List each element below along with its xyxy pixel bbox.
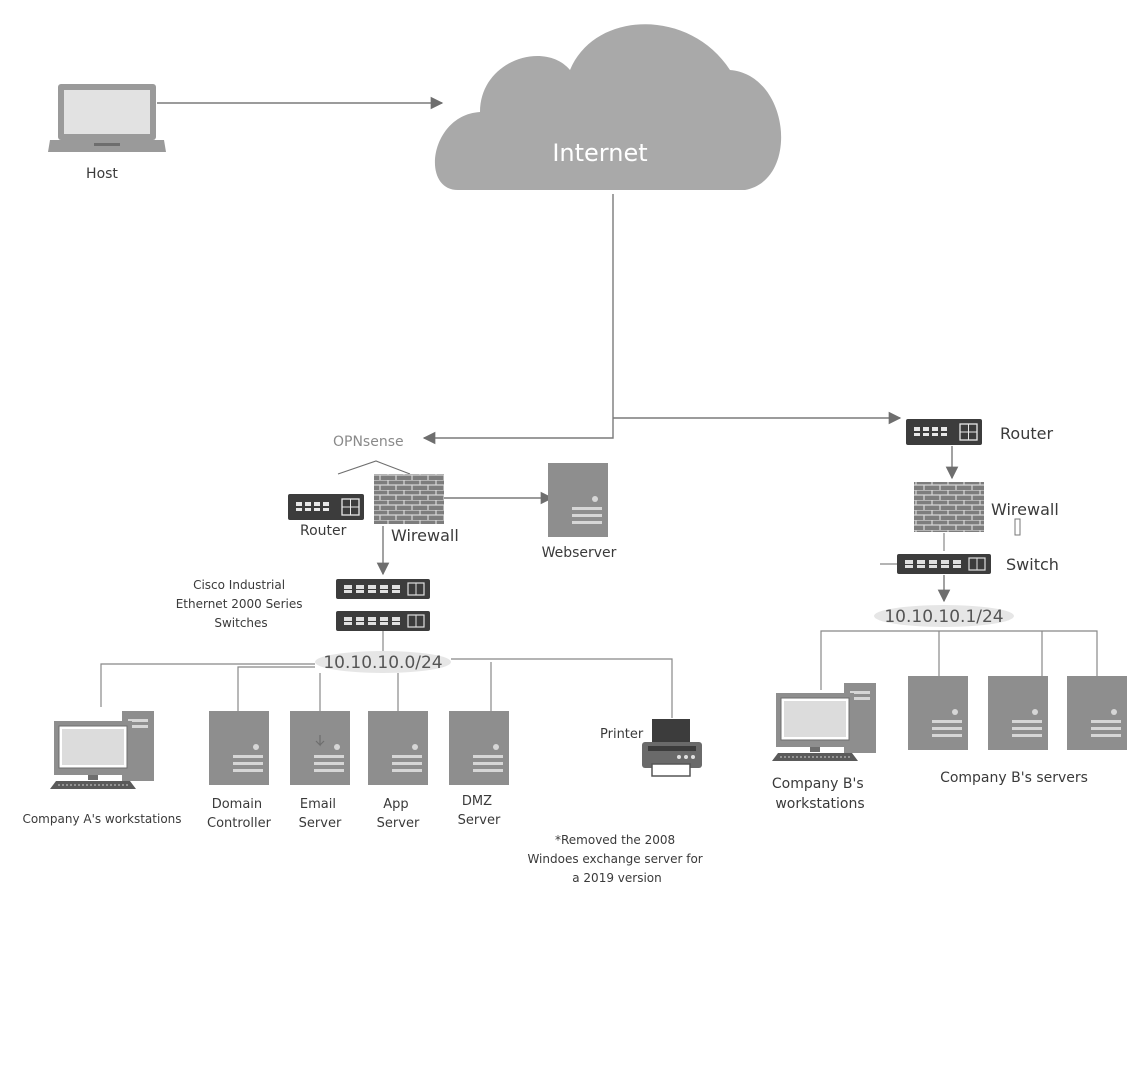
dmz-server-icon — [449, 711, 509, 785]
internet-to-opnsense-link — [422, 194, 614, 445]
cisco-switch-label: Cisco Industrial Ethernet 2000 Series Sw… — [176, 578, 307, 630]
drop-domain-controller — [237, 666, 315, 711]
router-b-label: Router — [1000, 424, 1053, 443]
dmz-server-label: DMZ Server — [458, 794, 501, 828]
router-a-label: Router — [300, 523, 347, 539]
email-server-icon — [290, 711, 350, 785]
bus-b — [820, 630, 1098, 690]
router-a-icon — [287, 493, 365, 521]
host-laptop-icon — [48, 84, 166, 152]
printer-label: Printer — [600, 727, 644, 742]
firewall-a-icon — [374, 474, 444, 524]
webserver-icon — [548, 463, 608, 537]
router-b-icon — [905, 418, 983, 446]
bus-a-right — [451, 658, 673, 718]
opnsense-bracket — [337, 460, 411, 475]
subnet-b-label: 10.10.10.1/24 — [884, 607, 1003, 627]
domain-controller-label: Domain Controller — [207, 797, 272, 831]
company-b-server-2-icon — [988, 676, 1048, 750]
switch-b-label: Switch — [1006, 555, 1059, 574]
subnet-a-bubble — [315, 651, 451, 673]
app-server-label: App Server — [377, 797, 420, 831]
subnet-b-bubble — [874, 605, 1014, 627]
cursor-glyph — [1014, 518, 1021, 536]
bus-a-left — [100, 663, 315, 707]
host-label: Host — [86, 166, 118, 182]
firewall-b-icon — [914, 482, 984, 532]
company-b-workstation-icon — [771, 682, 877, 762]
email-server-label: Email Server — [299, 797, 342, 831]
internet-cloud: Internet — [434, 24, 782, 191]
subnet-a-label: 10.10.10.0/24 — [323, 653, 442, 673]
company-b-server-3-icon — [1067, 676, 1127, 750]
exchange-note: *Removed the 2008 Windoes exchange serve… — [527, 833, 706, 885]
switch-b-icon — [896, 553, 992, 575]
switch-a-bottom-icon — [335, 610, 431, 632]
webserver-label: Webserver — [542, 545, 617, 561]
company-b-workstations-label: Company B's workstations — [772, 776, 868, 812]
company-b-server-1-icon — [908, 676, 968, 750]
firewall-a-label: Wirewall — [391, 526, 459, 545]
app-server-icon — [368, 711, 428, 785]
switch-a-top-icon — [335, 578, 431, 600]
company-b-servers-label: Company B's servers — [940, 770, 1088, 786]
opnsense-label: OPNsense — [333, 434, 404, 450]
firewall-b-label: Wirewall — [991, 500, 1059, 519]
company-a-workstation-icon — [49, 710, 155, 790]
company-a-workstations-label: Company A's workstations — [22, 812, 181, 826]
domain-controller-icon — [209, 711, 269, 785]
printer-icon — [642, 719, 702, 777]
internet-label: Internet — [552, 139, 647, 167]
